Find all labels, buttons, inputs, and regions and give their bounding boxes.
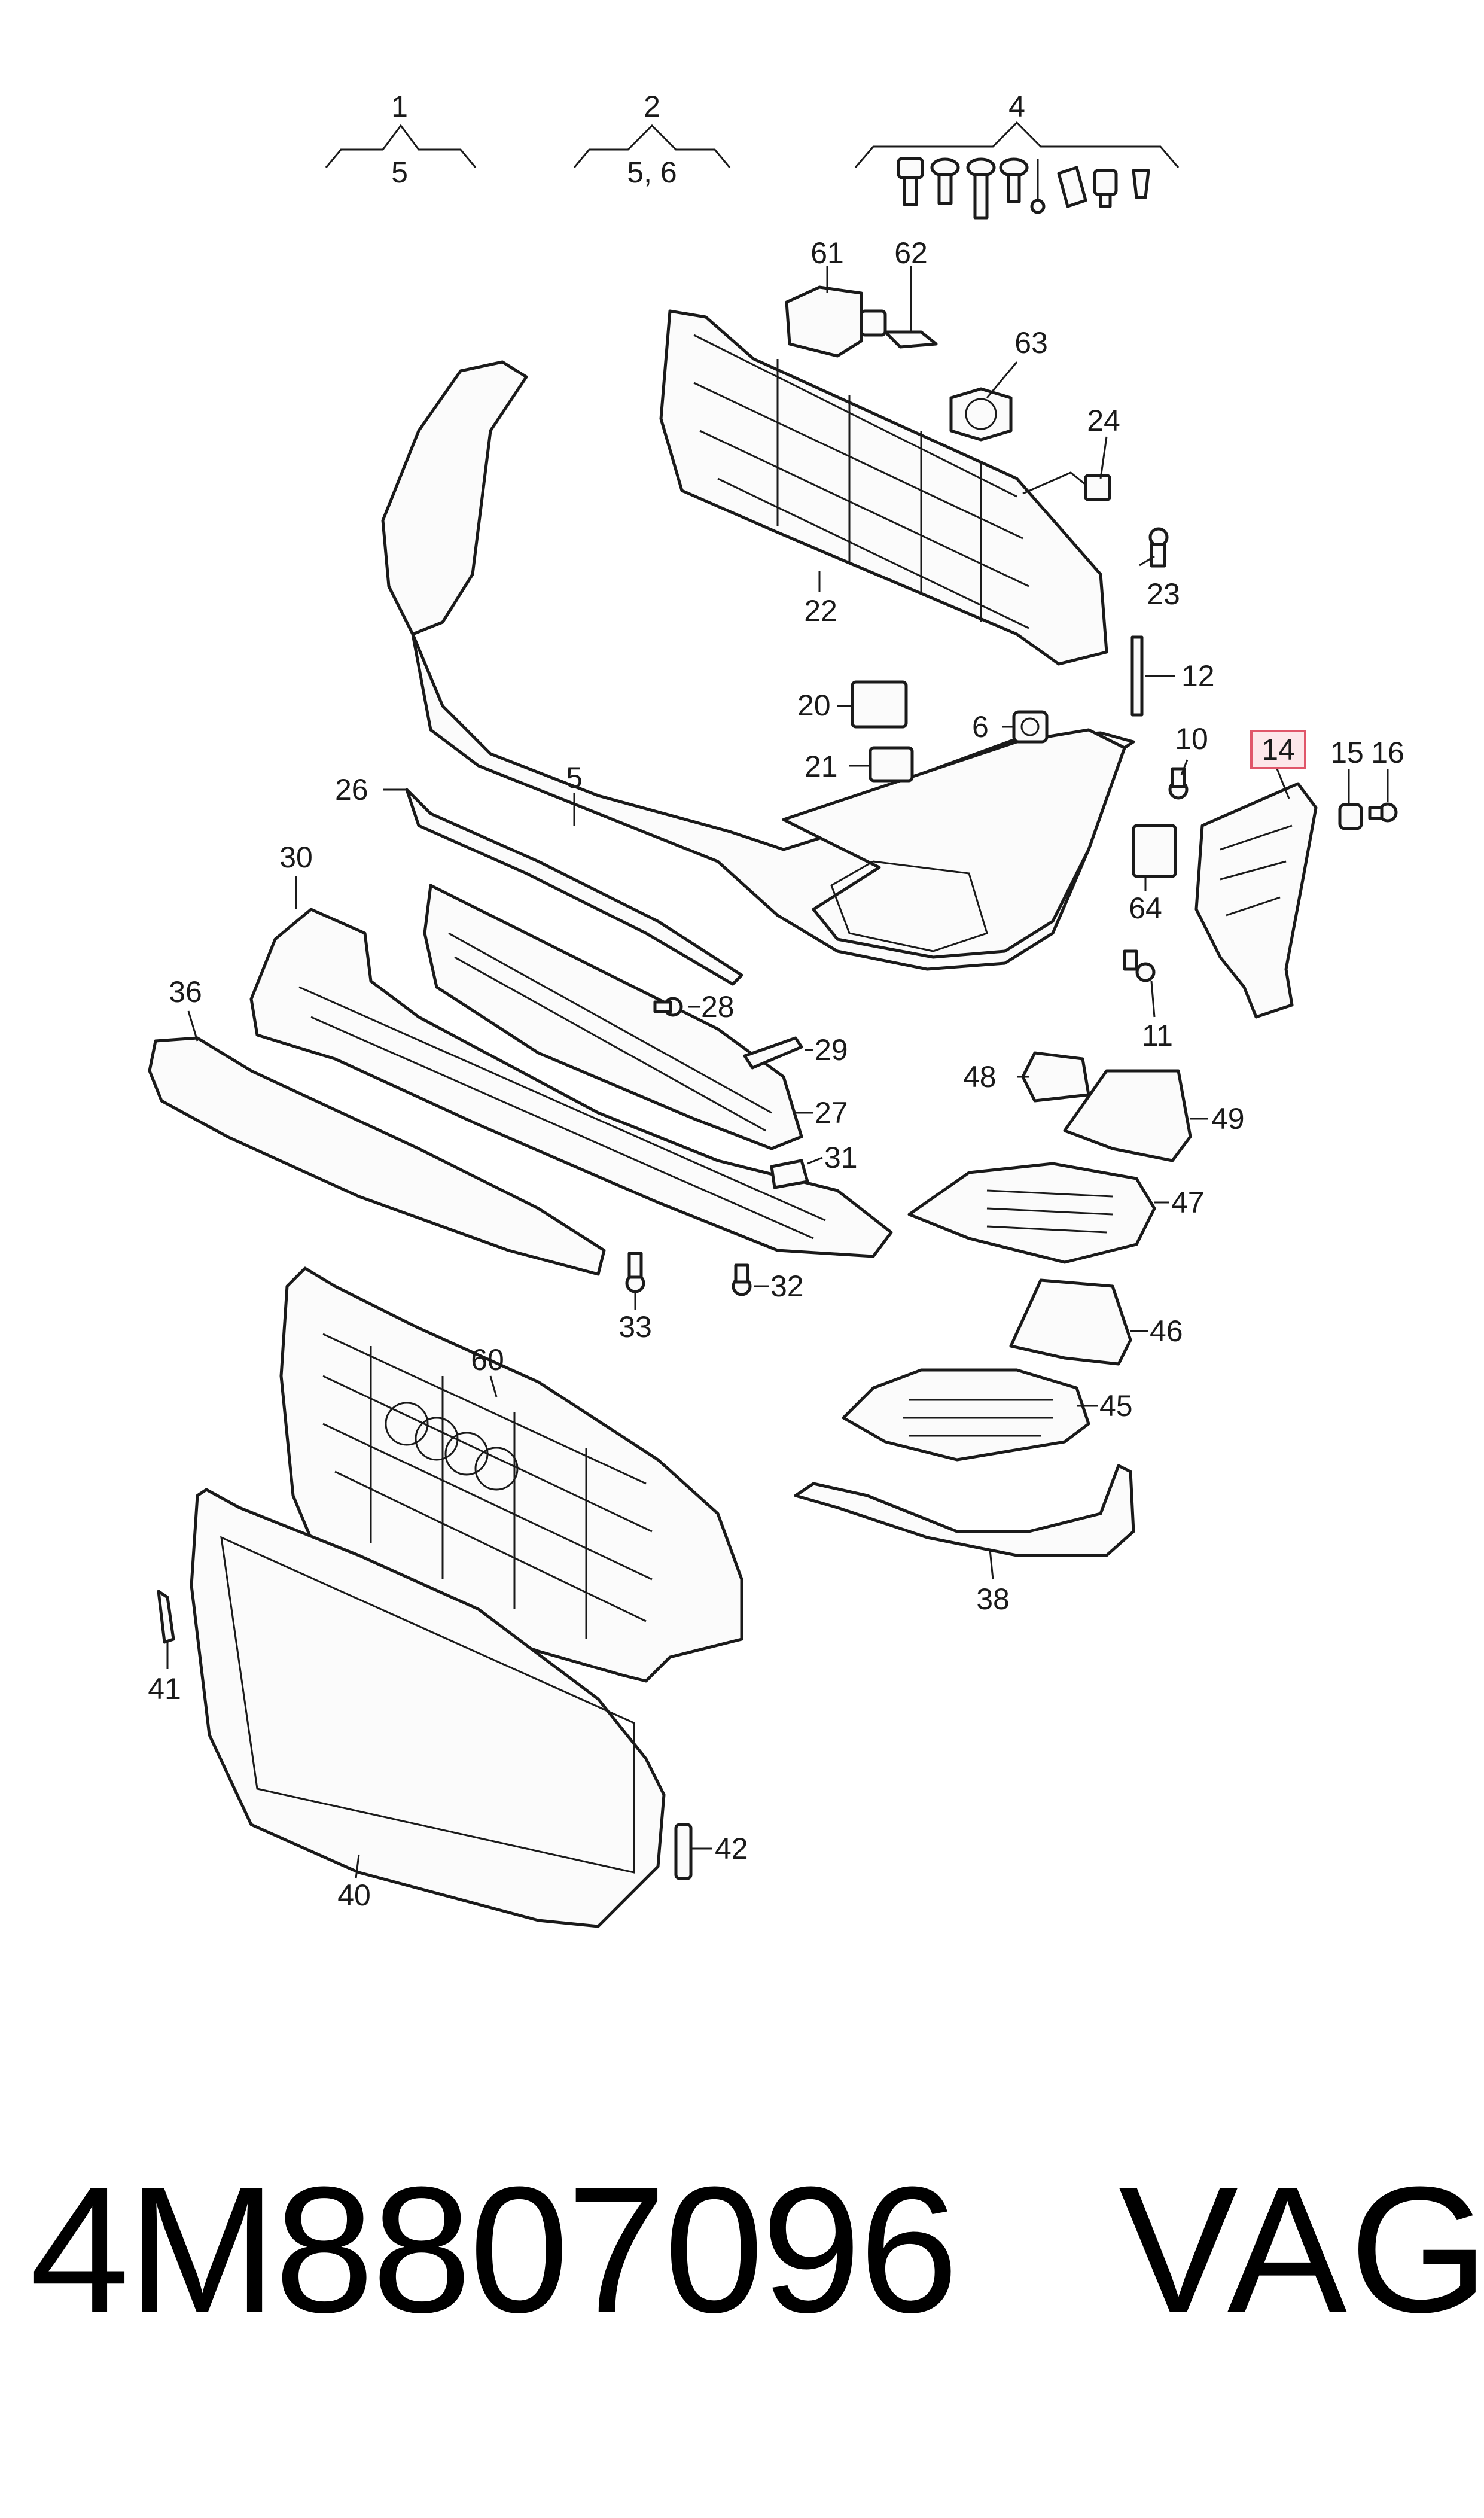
part-49 [1063,1069,1192,1162]
part-63 [949,387,1013,442]
group-callout-1: 1 5 [325,90,477,189]
callout-47: 47 [1171,1186,1205,1219]
callout-21: 21 [805,750,838,783]
callout-5: 5 [566,761,583,794]
callout-14-highlight: 14 [1250,730,1306,769]
parts-diagram: 1 5 2 5, 6 4 [148,90,1404,1928]
callout-10: 10 [1175,722,1208,756]
part-31 [770,1159,809,1189]
part-6 [1012,710,1049,744]
bracket-14 [1194,782,1318,1019]
callout-4: 4 [1008,90,1025,123]
support-frame [659,309,1108,666]
callout-28: 28 [701,990,735,1024]
part-21 [869,746,914,783]
fastener-set [897,157,1150,220]
fog-grille-47 [907,1162,1156,1264]
part-42 [674,1823,693,1880]
part-32 [732,1263,752,1296]
callout-38: 38 [976,1582,1010,1616]
pin-icon [1030,159,1046,214]
brand-name: VAG [1119,2149,1484,2350]
grille-insert-27 [423,884,803,1150]
part-28 [653,997,683,1017]
callout-49: 49 [1211,1102,1245,1135]
callout-labels: 61 62 63 24 23 22 12 20 6 21 10 14 15 16… [148,236,1404,1912]
callout-14: 14 [1261,733,1295,766]
part-61 [785,285,887,358]
screw-icon [999,157,1029,203]
callout-48: 48 [963,1060,997,1094]
part-46 [1009,1278,1132,1366]
screw-icon [930,157,960,205]
callout-40: 40 [337,1878,371,1912]
group-callout-2: 2 5, 6 [573,90,731,189]
fog-grille-45 [842,1368,1090,1462]
callout-1-sub: 5 [391,156,408,189]
part-11 [1123,949,1156,982]
callout-36: 36 [169,975,202,1009]
callout-16: 16 [1371,736,1404,769]
clip-icon [1093,169,1118,208]
callout-23: 23 [1147,577,1180,611]
trim-strip-38 [794,1464,1135,1557]
part-24 [1084,474,1111,501]
callout-30: 30 [279,841,313,874]
callout-1: 1 [391,90,408,123]
callout-60: 60 [471,1343,504,1377]
callout-45: 45 [1099,1389,1133,1423]
callout-31: 31 [824,1141,858,1174]
part-41 [157,1590,175,1644]
callout-64: 64 [1129,891,1162,925]
part-number: 4M8807096 [30,2149,959,2350]
callout-15: 15 [1330,736,1364,769]
part-12 [1130,635,1144,717]
part-16 [1368,802,1398,823]
callout-41: 41 [148,1672,181,1706]
callout-27: 27 [815,1096,848,1129]
callout-26: 26 [335,773,368,806]
footer: 4M8807096 VAG [0,2142,1484,2465]
part-20 [851,680,908,729]
screw-icon [966,157,996,220]
part-48 [1021,1051,1090,1103]
callout-32: 32 [770,1269,804,1303]
part-62 [883,330,938,349]
screw-icon [897,157,924,206]
callout-33: 33 [618,1310,652,1344]
part-29 [743,1036,803,1070]
callout-20: 20 [797,689,831,722]
callout-61: 61 [810,236,844,270]
callout-11: 11 [1142,1019,1173,1052]
callout-22: 22 [804,594,837,628]
grille-surround-40 [190,1488,666,1928]
callout-6: 6 [972,710,989,744]
part-15 [1338,803,1363,830]
group-callout-4: 4 [854,90,1180,168]
callout-2-sub: 5, 6 [627,156,677,189]
leader-lines [166,266,1389,1879]
callout-24: 24 [1087,404,1120,437]
part-64 [1132,824,1177,878]
part-33 [625,1252,645,1293]
callout-62: 62 [894,236,928,270]
callout-42: 42 [715,1832,748,1865]
bumper-cover [381,360,1135,971]
trim-strip-26 [405,788,743,986]
callout-46: 46 [1150,1314,1183,1348]
callout-29: 29 [815,1033,848,1067]
callout-2: 2 [644,90,660,123]
clip-icon [1057,166,1087,208]
callout-12: 12 [1181,659,1215,693]
part-10 [1168,767,1189,800]
lower-support-30 [249,908,893,1258]
callout-63: 63 [1014,326,1048,360]
part-23 [1148,527,1169,568]
clip-icon [1132,169,1150,199]
